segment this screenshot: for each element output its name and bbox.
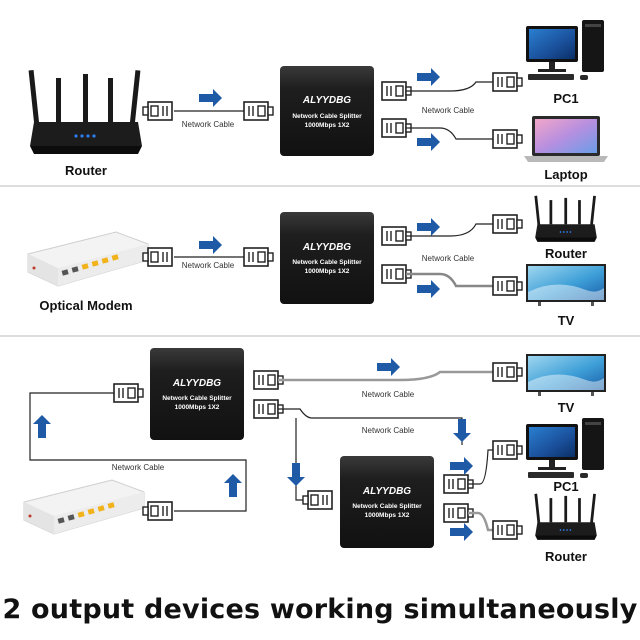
arrow-icon	[417, 68, 440, 86]
rj45-plug-icon	[492, 276, 523, 296]
arrow-icon	[199, 89, 222, 107]
tv-caption: TV	[558, 400, 575, 415]
network-cable-label: Network Cable	[362, 426, 415, 435]
splitter-model-line1: Network Cable Splitter	[162, 395, 232, 402]
splitter-brand: ALYYDBG	[302, 242, 351, 253]
splitter-model-line2: 1000Mbps 1X2	[305, 122, 350, 129]
tv-icon	[526, 264, 606, 306]
network-cable-label: Network Cable	[112, 463, 165, 472]
splitter-icon: ALYYDBG Network Cable Splitter 1000Mbps …	[340, 456, 434, 548]
router-caption: Router	[545, 246, 587, 261]
router-icon	[28, 69, 142, 154]
pc1-caption: PC1	[553, 479, 578, 494]
section-modem-to-router-tv: Optical Modem Network Cable ALYYDBG Netw…	[27, 195, 606, 328]
arrow-icon	[417, 218, 440, 236]
arrow-icon	[33, 415, 51, 438]
arrow-icon	[199, 236, 222, 254]
arrow-icon	[417, 133, 440, 151]
rj45-plug-icon	[492, 72, 523, 92]
rj45-plug-icon	[492, 129, 523, 149]
splitter-brand: ALYYDBG	[362, 486, 411, 497]
tv-icon	[526, 354, 606, 396]
network-cable-label: Network Cable	[362, 390, 415, 399]
pc-icon	[526, 418, 604, 478]
splitter-model-line2: 1000Mbps 1X2	[175, 404, 220, 411]
network-cable-label: Network Cable	[422, 106, 475, 115]
rj45-plug-icon	[492, 520, 523, 540]
rj45-plug-icon	[113, 383, 144, 403]
router-icon	[534, 195, 597, 242]
rj45-plug-icon	[492, 214, 523, 234]
arrow-icon	[450, 523, 473, 541]
modem-icon	[23, 479, 145, 535]
laptop-caption: Laptop	[544, 167, 587, 182]
router-caption: Router	[545, 549, 587, 564]
splitter-model-line2: 1000Mbps 1X2	[305, 268, 350, 275]
arrow-icon	[417, 280, 440, 298]
pc1-caption: PC1	[553, 91, 578, 106]
footer-headline: 2 output devices working simultaneously	[2, 594, 638, 625]
splitter-icon: ALYYDBG Network Cable Splitter 1000Mbps …	[280, 212, 374, 304]
arrow-icon	[287, 463, 305, 486]
splitter-icon: ALYYDBG Network Cable Splitter 1000Mbps …	[280, 66, 374, 156]
rj45-plug-icon	[143, 248, 172, 266]
tv-caption: TV	[558, 313, 575, 328]
rj45-plug-icon	[492, 362, 523, 382]
rj45-plug-icon	[492, 440, 523, 460]
splitter-model-line1: Network Cable Splitter	[292, 113, 362, 120]
optical-modem-caption: Optical Modem	[39, 298, 132, 313]
arrow-icon	[450, 457, 473, 475]
arrow-icon	[224, 474, 242, 497]
network-cable-label: Network Cable	[422, 254, 475, 263]
rj45-plug-icon	[243, 101, 274, 121]
modem-icon	[27, 231, 149, 287]
network-cable-label: Network Cable	[182, 120, 235, 129]
arrow-icon	[377, 358, 400, 376]
splitter-model-line2: 1000Mbps 1X2	[365, 512, 410, 519]
network-cable-label: Network Cable	[182, 261, 235, 270]
rj45-plug-icon	[243, 247, 274, 267]
splitter-model-line1: Network Cable Splitter	[292, 259, 362, 266]
arrow-icon	[453, 419, 471, 442]
router-caption: Router	[65, 163, 107, 178]
rj45-plug-icon	[143, 502, 172, 520]
router-icon	[534, 493, 597, 540]
splitter-icon: ALYYDBG Network Cable Splitter 1000Mbps …	[150, 348, 244, 440]
splitter-brand: ALYYDBG	[302, 95, 351, 106]
rj45-plug-icon	[143, 102, 172, 120]
rj45-plug-icon	[303, 491, 332, 509]
splitter-model-line1: Network Cable Splitter	[352, 503, 422, 510]
pc-icon	[526, 20, 604, 80]
section-cascade: Network Cable ALYYDBG Network Cable Spli…	[23, 348, 606, 564]
laptop-icon	[524, 116, 608, 162]
section-router-to-pc-laptop: Router Network Cable ALYYDBG Network Cab…	[28, 20, 608, 182]
splitter-brand: ALYYDBG	[172, 378, 221, 389]
